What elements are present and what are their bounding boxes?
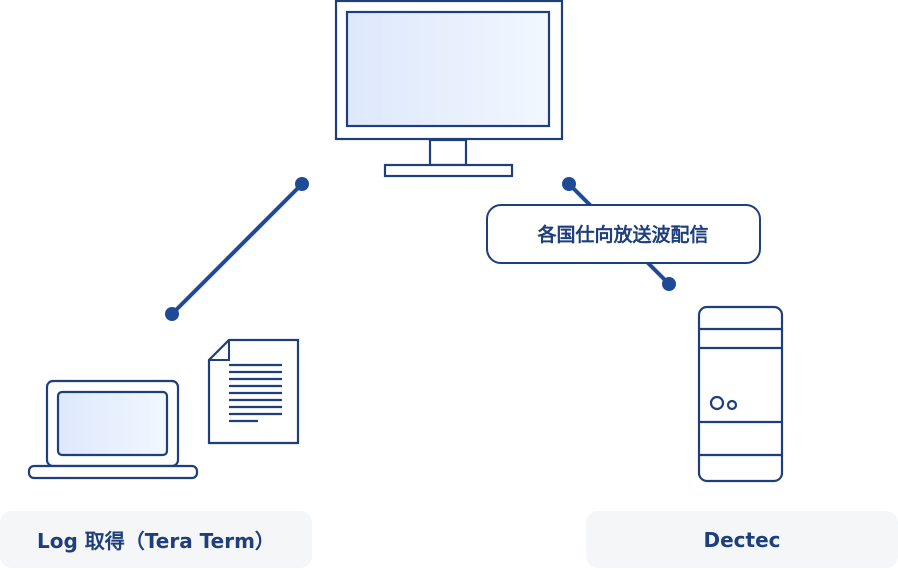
monitor-icon (334, 0, 564, 178)
caption-log-capture: Log 取得（Tera Term） (0, 511, 312, 568)
laptop-icon (27, 379, 199, 480)
connector-left (165, 177, 309, 321)
document-icon (207, 338, 300, 445)
tower-pc-icon (697, 305, 784, 483)
caption-left-label: Log 取得（Tera Term） (37, 529, 275, 553)
caption-right-label: Dectec (703, 527, 781, 552)
broadcast-bubble: 各国仕向放送波配信 (486, 204, 761, 264)
caption-dectec: Dectec (586, 511, 898, 568)
bubble-label: 各国仕向放送波配信 (536, 223, 708, 246)
